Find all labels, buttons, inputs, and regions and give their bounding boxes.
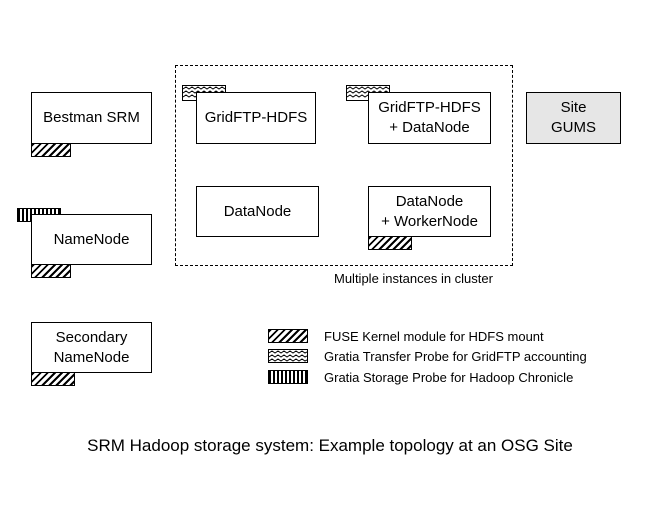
- gridftp-hdfs-node: GridFTP-HDFS: [196, 92, 316, 144]
- legend-label: Gratia Storage Probe for Hadoop Chronicl…: [324, 369, 574, 385]
- zigzag-icon: [268, 349, 308, 363]
- fuse-module-icon: [31, 372, 75, 386]
- cluster-boundary: [175, 65, 513, 266]
- bestman-srm-node: Bestman SRM: [31, 92, 152, 144]
- legend-item-gratia-storage: Gratia Storage Probe for Hadoop Chronicl…: [268, 369, 573, 385]
- secondary-namenode-node: Secondary NameNode: [31, 322, 152, 373]
- fuse-module-icon: [368, 236, 412, 250]
- cluster-label: Multiple instances in cluster: [334, 271, 493, 286]
- datanode-workernode-node: DataNode + WorkerNode: [368, 186, 491, 237]
- legend-label: FUSE Kernel module for HDFS mount: [324, 328, 544, 344]
- legend-item-fuse: FUSE Kernel module for HDFS mount: [268, 328, 544, 344]
- diagonal-hatch-icon: [268, 329, 308, 343]
- vertical-stripes-icon: [268, 370, 308, 384]
- datanode-node: DataNode: [196, 186, 319, 237]
- fuse-module-icon: [31, 264, 71, 278]
- legend-item-gratia-transfer: Gratia Transfer Probe for GridFTP accoun…: [268, 348, 587, 364]
- site-gums-node: Site GUMS: [526, 92, 621, 144]
- legend-label: Gratia Transfer Probe for GridFTP accoun…: [324, 348, 587, 364]
- namenode-node: NameNode: [31, 214, 152, 265]
- diagram-caption: SRM Hadoop storage system: Example topol…: [87, 436, 573, 455]
- fuse-module-icon: [31, 143, 71, 157]
- gridftp-datanode-node: GridFTP-HDFS + DataNode: [368, 92, 491, 144]
